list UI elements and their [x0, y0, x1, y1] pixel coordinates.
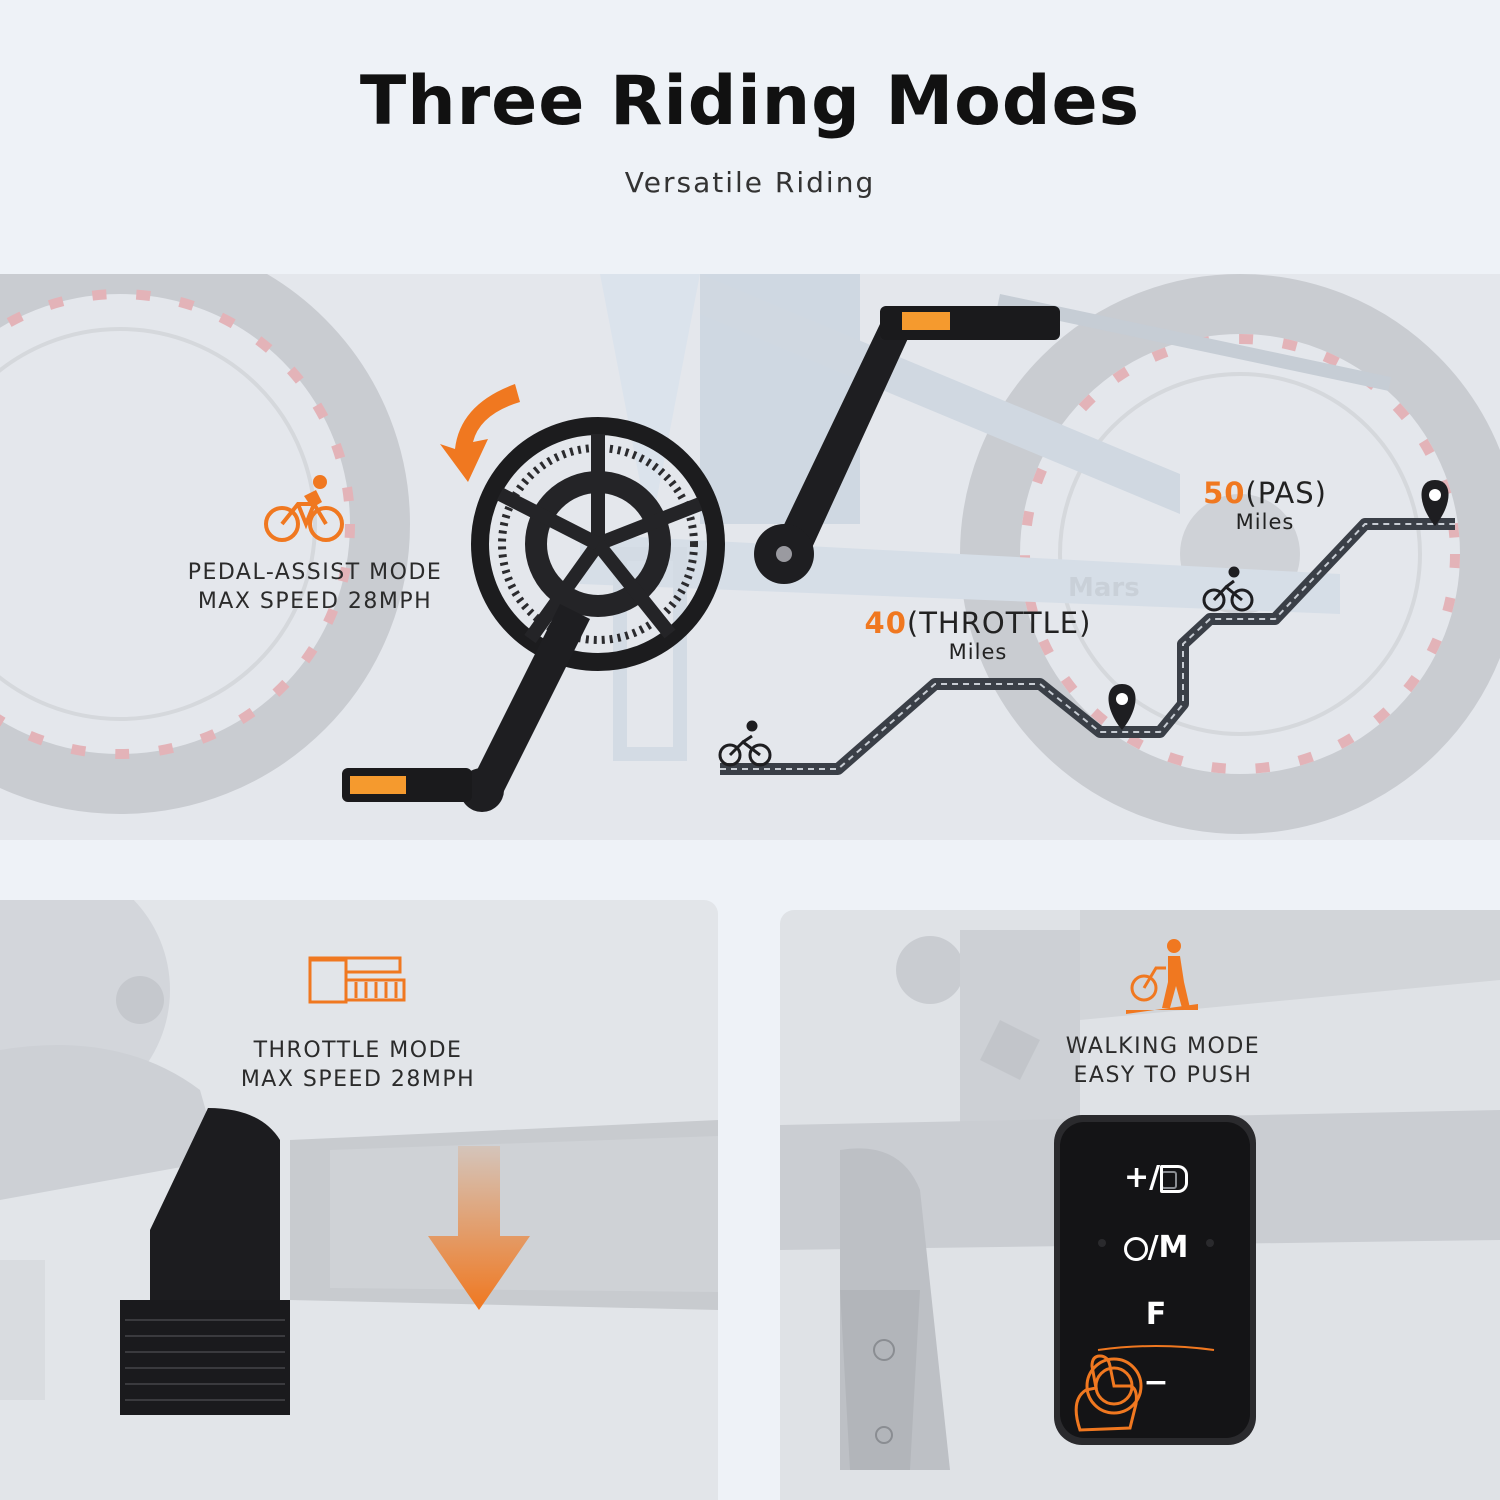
- frame-brand-text: Mars: [1068, 573, 1140, 603]
- pedal-assist-speed: MAX SPEED 28MPH: [197, 589, 433, 614]
- location-pin-icon: [1108, 684, 1136, 730]
- minus-button[interactable]: −: [1143, 1365, 1169, 1400]
- throttle-range-mode: (THROTTLE): [906, 606, 1092, 640]
- pas-range-unit: Miles: [1235, 510, 1295, 534]
- throttle-mode-title: THROTTLE MODE: [253, 1038, 463, 1063]
- headlight-icon: [1160, 1164, 1189, 1193]
- throttle-grip-icon: [308, 956, 406, 1004]
- location-pin-icon: [1421, 480, 1449, 526]
- walking-mode-desc: EASY TO PUSH: [1073, 1063, 1253, 1088]
- walking-mode-label: WALKING MODE EASY TO PUSH: [1018, 1032, 1308, 1090]
- throttle-mode-speed: MAX SPEED 28MPH: [240, 1067, 476, 1092]
- throttle-mode-panel: THROTTLE MODE MAX SPEED 28MPH: [0, 900, 718, 1500]
- cyclist-icon: [264, 475, 344, 542]
- throttle-range-stat: 40(THROTTLE) Miles: [828, 606, 1128, 664]
- pedal-assist-title: PEDAL-ASSIST MODE: [187, 560, 443, 585]
- throttle-range-unit: Miles: [948, 640, 1008, 664]
- plus-light-button[interactable]: +/: [1096, 1160, 1216, 1196]
- pas-range-mode: (PAS): [1245, 476, 1327, 510]
- handlebar-controller-illustration: [780, 910, 1500, 1470]
- pedal-assist-label: PEDAL-ASSIST MODE MAX SPEED 28MPH: [160, 558, 470, 616]
- pedal-assist-panel: Mars: [0, 274, 1500, 840]
- power-mode-button[interactable]: /M: [1096, 1230, 1216, 1266]
- power-icon: [1123, 1236, 1148, 1261]
- power-mode-button-label: /M: [1147, 1230, 1189, 1265]
- plus-light-button-label: +/: [1123, 1160, 1161, 1195]
- pas-range-stat: 50(PAS) Miles: [1170, 476, 1360, 534]
- header: Three Riding Modes Versatile Riding: [0, 0, 1500, 270]
- page-subtitle: Versatile Riding: [624, 166, 876, 199]
- throttle-grip-illustration: [0, 900, 718, 1415]
- bike-drivetrain-illustration: Mars: [0, 274, 1500, 834]
- bicycle-icon: [1202, 566, 1254, 612]
- throttle-mode-label: THROTTLE MODE MAX SPEED 28MPH: [208, 1036, 508, 1094]
- finger-press-icon: [1074, 1354, 1143, 1432]
- throttle-range-value: 40: [864, 606, 907, 640]
- page-title: Three Riding Modes: [359, 62, 1141, 141]
- walking-bike-icon: [1126, 939, 1198, 1014]
- walking-mode-title: WALKING MODE: [1065, 1034, 1261, 1059]
- pas-range-value: 50: [1203, 476, 1246, 510]
- function-button[interactable]: F: [1145, 1297, 1167, 1332]
- walking-mode-panel: +/ /M F − WALKING MODE EASY TO PUSH: [780, 910, 1500, 1500]
- ebike-icon: [718, 720, 772, 767]
